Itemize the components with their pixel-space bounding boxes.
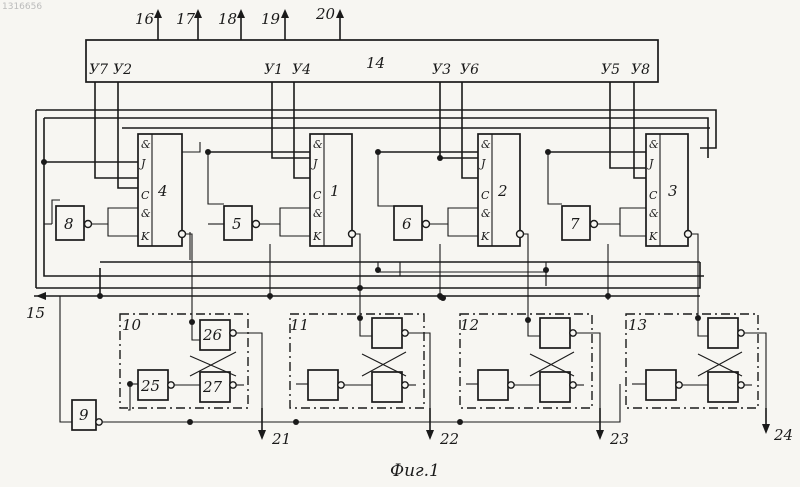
inverter-5-label: 5 (232, 215, 242, 233)
pin-label-u6: У6 (460, 62, 479, 78)
module-10 (120, 314, 262, 422)
ff1-pin-k: K (312, 230, 322, 243)
ff3-pin-and2: & (649, 207, 659, 220)
block-14-label: 14 (366, 54, 385, 72)
output-label-17: 17 (176, 10, 196, 28)
pin-label-u7: У7 (89, 62, 108, 78)
module-11 (290, 314, 430, 422)
figure-caption: Фиг.1 (390, 461, 440, 481)
ff1-pin-c: C (313, 189, 322, 202)
inverter-7 (562, 206, 598, 240)
module-output-23: 23 (609, 430, 629, 448)
bus-label-15: 15 (26, 304, 45, 322)
flipflop-4-label: 4 (157, 182, 168, 200)
ff2-pin-and2: & (481, 207, 491, 220)
flipflop-1-label: 1 (330, 182, 340, 200)
ff2-pin-j: J (479, 157, 486, 170)
output-label-16: 16 (135, 10, 155, 28)
ff2-pin-c: C (481, 189, 490, 202)
module-output-22: 22 (439, 430, 459, 448)
inverter-8 (56, 206, 92, 240)
module-output-21: 21 (271, 430, 291, 448)
module-12-label: 12 (460, 316, 479, 334)
gate-27-label: 27 (202, 378, 223, 396)
pin-label-u5: У5 (601, 62, 620, 78)
ff1-pin-and2: & (313, 207, 323, 220)
pin-label-u2: У2 (113, 62, 132, 78)
inverter-5 (224, 206, 260, 240)
module-output-arrows (258, 408, 770, 440)
ff1-pin-and1: & (313, 138, 323, 151)
output-label-19: 19 (261, 10, 281, 28)
ff4-pin-k: K (140, 230, 150, 243)
pin-label-u3: У3 (432, 62, 451, 78)
module-output-24: 24 (773, 426, 793, 444)
wiring (34, 82, 716, 422)
ff4-pin-and2: & (141, 207, 151, 220)
inverter-9-label: 9 (79, 406, 89, 424)
inverter-8-label: 8 (64, 215, 74, 233)
pin-label-u4: У4 (292, 62, 311, 78)
inverter-6 (394, 206, 430, 240)
module-13-label: 13 (628, 316, 647, 334)
output-label-20: 20 (315, 5, 336, 23)
watermark: 1316656 (2, 2, 42, 12)
ff3-pin-and1: & (649, 138, 659, 151)
module-12 (460, 314, 600, 422)
pin-label-u8: У8 (631, 62, 650, 78)
ff3-pin-k: K (648, 230, 658, 243)
ff2-pin-k: K (480, 230, 490, 243)
ff1-pin-j: J (311, 157, 318, 170)
ff4-pin-j: J (139, 157, 146, 170)
module-10-label: 10 (122, 316, 142, 334)
flipflop-3-label: 3 (668, 182, 678, 200)
inverter-7-label: 7 (570, 215, 580, 233)
flipflop-2-label: 2 (497, 182, 508, 200)
ff4-pin-and1: & (141, 138, 151, 151)
ff3-pin-c: C (649, 189, 658, 202)
module-11-label: 11 (290, 316, 309, 334)
ff4-pin-c: C (141, 189, 150, 202)
ff3-pin-j: J (647, 157, 654, 170)
gate-25-label: 25 (140, 377, 160, 395)
inverter-6-label: 6 (402, 215, 412, 233)
gate-26-label: 26 (202, 326, 223, 344)
ff2-pin-and1: & (481, 138, 491, 151)
pin-label-u1: У1 (264, 62, 283, 78)
output-label-18: 18 (218, 10, 237, 28)
